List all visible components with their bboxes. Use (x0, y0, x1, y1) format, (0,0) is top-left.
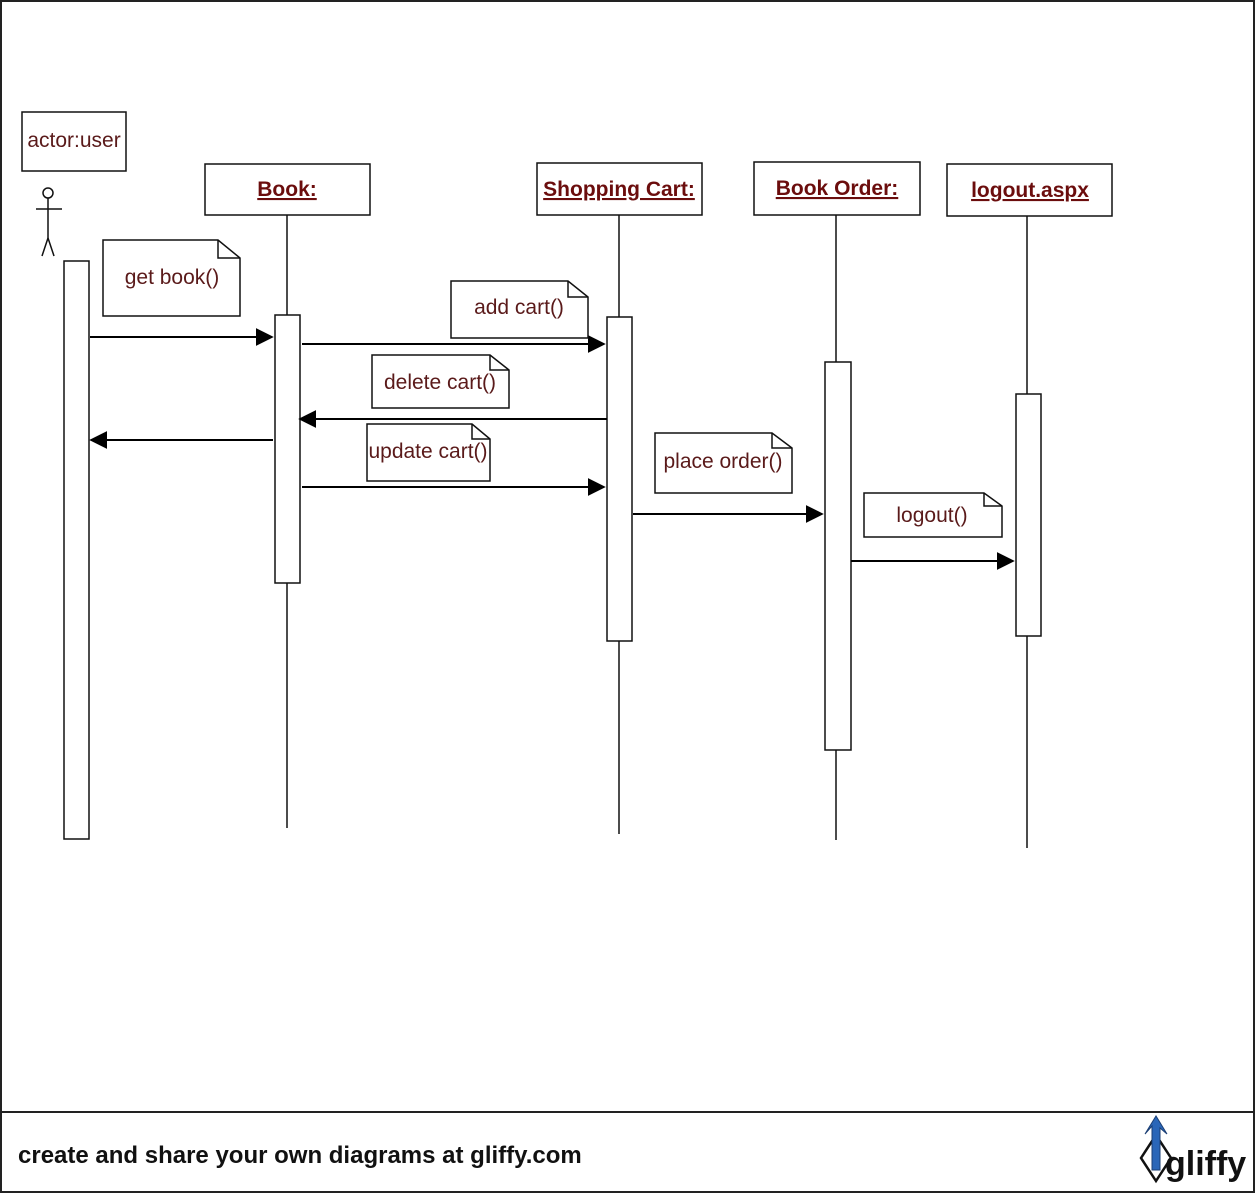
note-place-order: place order() (654, 432, 793, 494)
actor-activation-bar (63, 260, 90, 840)
actor-label: actor:user (27, 129, 120, 152)
object-logout: logout.aspx (946, 163, 1113, 217)
stick-figure-icon (36, 187, 62, 257)
gliffy-brand-text: gliffy (1165, 1145, 1246, 1183)
object-shopping-cart: Shopping Cart: (536, 162, 703, 216)
note-place-order-label: place order() (663, 450, 782, 473)
note-delete-cart: delete cart() (371, 354, 510, 409)
note-update-cart: update cart() (366, 423, 491, 482)
footer-caption: create and share your own diagrams at gl… (18, 1142, 582, 1169)
object-logout-label: logout.aspx (971, 179, 1089, 202)
note-get-book: get book() (102, 239, 241, 317)
object-book: Book: (204, 163, 371, 216)
note-get-book-label: get book() (125, 266, 220, 289)
object-book-order-label: Book Order: (776, 177, 899, 200)
note-update-cart-label: update cart() (368, 440, 487, 463)
object-book-order: Book Order: (753, 161, 921, 216)
logout-activation-bar (1015, 393, 1042, 637)
book-order-activation-bar (824, 361, 852, 751)
actor-label-box: actor:user (21, 111, 127, 172)
note-add-cart: add cart() (450, 280, 589, 339)
object-shopping-cart-label: Shopping Cart: (543, 178, 695, 201)
shopping-cart-activation-bar (606, 316, 633, 642)
note-logout-label: logout() (896, 504, 967, 527)
note-logout: logout() (863, 492, 1003, 538)
note-delete-cart-label: delete cart() (384, 371, 496, 394)
book-activation-bar (274, 314, 301, 584)
gliffy-logo-icon: gliffy (1139, 1115, 1246, 1184)
object-book-label: Book: (257, 178, 317, 201)
note-add-cart-label: add cart() (474, 296, 564, 319)
